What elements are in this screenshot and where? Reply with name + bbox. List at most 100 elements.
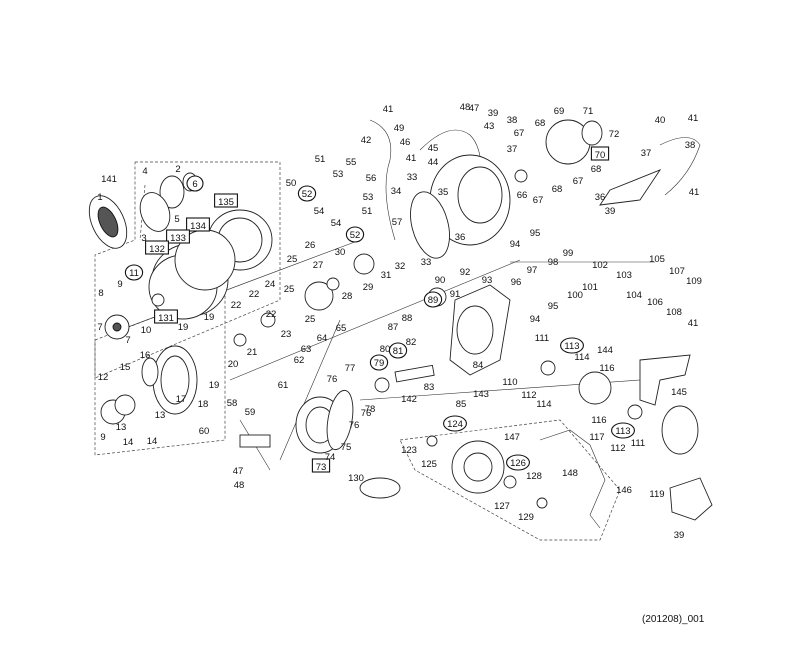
part-number: 147	[504, 432, 520, 443]
part-label-l48a: 48	[234, 480, 245, 491]
part-number: 49	[394, 123, 405, 134]
part-number: 89	[428, 295, 439, 306]
part-label-l94b: 94	[530, 314, 541, 325]
part-label-l5: 5	[174, 214, 179, 225]
part-number: 102	[592, 260, 608, 271]
part-label-l76c: 76	[361, 408, 372, 419]
part-label-l8: 8	[98, 288, 103, 299]
part-label-l129: 129	[518, 512, 534, 523]
part-number: 83	[424, 382, 435, 393]
part-label-l25a: 25	[287, 254, 298, 265]
part-label-l41d: 41	[688, 113, 699, 124]
part-number: 125	[421, 459, 437, 470]
part-label-l146: 146	[616, 485, 632, 496]
part-label-l141: 141	[101, 174, 117, 185]
part-number: 141	[101, 174, 117, 185]
part-label-l25b: 25	[284, 284, 295, 295]
part-label-l94a: 94	[510, 239, 521, 250]
part-number: 26	[305, 240, 316, 251]
part-label-l56: 56	[366, 173, 377, 184]
part-label-l69: 69	[554, 106, 565, 117]
part-label-l93: 93	[482, 275, 493, 286]
part-label-l79: 79	[369, 354, 389, 371]
part-number: 71	[583, 106, 594, 117]
part-number: 91	[450, 289, 461, 300]
part-label-l103: 103	[616, 270, 632, 281]
part-number: 40	[655, 115, 666, 126]
part-label-l7a: 7	[97, 322, 102, 333]
part-number: 110	[502, 377, 517, 388]
part-number: 13	[155, 410, 166, 421]
part-number: 92	[460, 267, 471, 278]
part-number: 145	[671, 387, 687, 398]
part-number: 51	[362, 206, 373, 217]
part-label-l41b: 41	[383, 104, 394, 115]
part-label-l134: 134	[186, 217, 210, 232]
part-number: 50	[286, 178, 297, 189]
label-circle-marker	[611, 422, 635, 439]
part-label-l41a: 41	[688, 318, 699, 329]
part-label-l58: 58	[227, 398, 238, 409]
part-number: 88	[402, 313, 413, 324]
part-label-l54a: 54	[314, 206, 325, 217]
part-label-l104: 104	[626, 290, 642, 301]
part-label-l35: 35	[438, 187, 449, 198]
part-number: 132	[149, 244, 165, 255]
part-label-l37a: 37	[507, 144, 518, 155]
part-number: 5	[174, 214, 179, 225]
part-label-l80: 80	[380, 344, 391, 355]
part-label-l116a: 116	[599, 363, 614, 374]
part-number: 77	[345, 363, 356, 374]
part-number: 106	[647, 297, 663, 308]
part-number: 39	[488, 108, 499, 119]
label-circle-marker	[369, 354, 389, 371]
part-label-l117: 117	[589, 432, 604, 443]
label-circle-marker	[423, 291, 443, 308]
part-number: 144	[597, 345, 613, 356]
label-circle-marker	[297, 185, 317, 202]
label-box-marker	[311, 458, 331, 473]
part-label-l90: 90	[435, 275, 446, 286]
part-number: 48	[234, 480, 245, 491]
part-label-l106: 106	[647, 297, 663, 308]
part-label-l47b: 47	[469, 103, 480, 114]
part-label-l65: 65	[336, 323, 347, 334]
label-circle-marker	[186, 175, 204, 192]
part-label-l116b: 116	[591, 415, 606, 426]
part-label-l145: 145	[671, 387, 687, 398]
part-label-l143: 143	[473, 389, 489, 400]
part-number: 37	[641, 148, 652, 159]
part-label-l23: 23	[281, 329, 292, 340]
part-number: 119	[649, 489, 664, 500]
part-label-l21: 21	[247, 347, 258, 358]
part-number: 46	[400, 137, 411, 148]
part-number: 36	[595, 192, 606, 203]
part-label-l142: 142	[401, 394, 417, 405]
part-number: 48	[460, 102, 471, 113]
part-number: 55	[346, 157, 357, 168]
figure-code: (201208)_001	[642, 614, 705, 625]
part-label-l88: 88	[402, 313, 413, 324]
part-label-l20: 20	[228, 359, 239, 370]
part-number: 62	[294, 355, 305, 366]
part-number: 7	[97, 322, 102, 333]
part-label-l68c: 68	[591, 164, 602, 175]
part-number: 2	[175, 164, 180, 175]
part-number: 56	[366, 173, 377, 184]
part-label-l32: 32	[395, 261, 406, 272]
part-label-l43: 43	[484, 121, 495, 132]
part-label-l64: 64	[317, 333, 328, 344]
part-number: 146	[616, 485, 632, 496]
part-number: 47	[233, 466, 244, 477]
part-number: 68	[591, 164, 602, 175]
part-number: 94	[530, 314, 541, 325]
part-number: 41	[406, 153, 417, 164]
part-number: 13	[116, 422, 127, 433]
part-number: 25	[287, 254, 298, 265]
part-label-l99: 99	[563, 248, 574, 259]
part-label-l61: 61	[278, 380, 289, 391]
part-label-l18: 18	[198, 399, 209, 410]
part-label-l22c: 22	[266, 309, 277, 320]
part-label-l28: 28	[342, 291, 353, 302]
